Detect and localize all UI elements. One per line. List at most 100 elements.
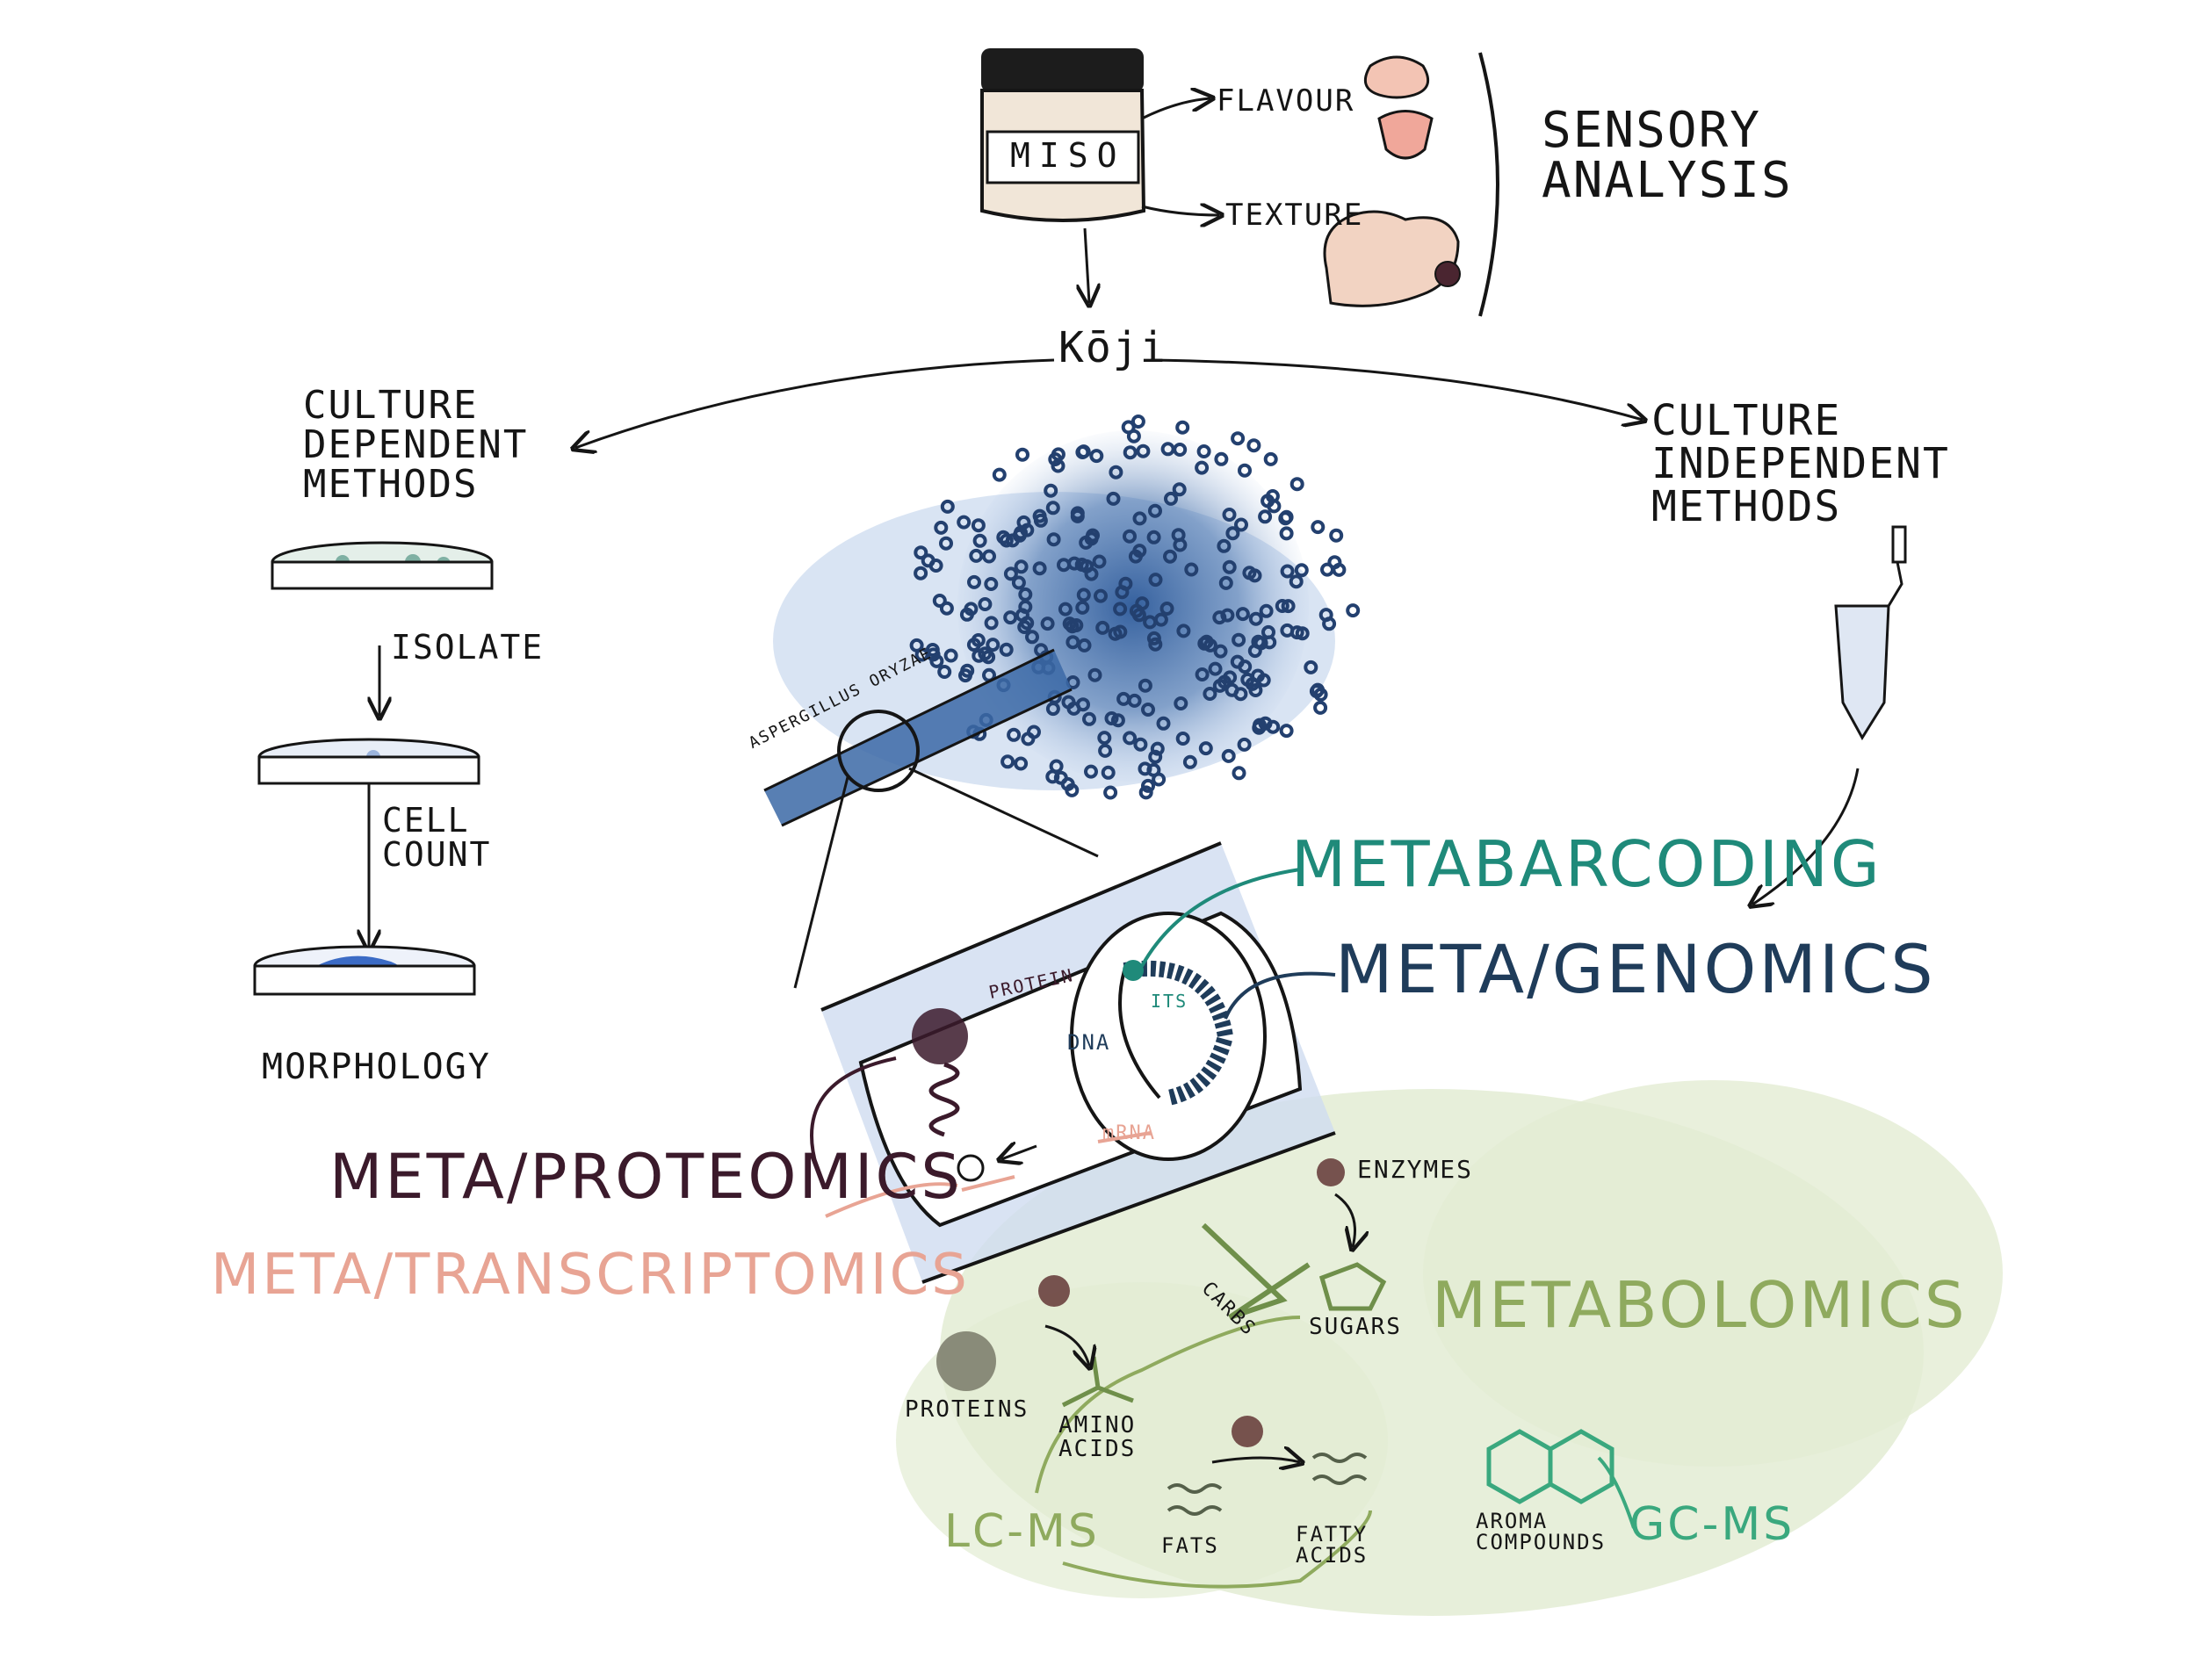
spore — [1225, 526, 1240, 541]
spore — [1141, 778, 1155, 793]
spore — [1150, 741, 1165, 756]
spore — [914, 566, 928, 580]
spore — [1289, 477, 1304, 492]
spore — [971, 518, 986, 533]
spore — [1212, 678, 1227, 693]
spore — [1196, 444, 1211, 458]
metatranscriptomics-label: META/TRANSCRIPTOMICS — [211, 1243, 970, 1308]
aspergillus-conidia — [773, 415, 1361, 800]
pointer-lines — [810, 868, 1636, 1589]
spore — [939, 601, 954, 616]
spore — [1108, 626, 1123, 641]
spore — [1203, 687, 1217, 701]
spore — [1222, 559, 1237, 574]
spore — [1121, 420, 1136, 435]
spore — [1058, 602, 1073, 616]
spore — [1106, 491, 1121, 506]
koji-label: Kōji — [1058, 323, 1167, 372]
spore — [1346, 603, 1361, 618]
spore — [1171, 528, 1186, 543]
spore — [1123, 445, 1138, 460]
culture-dependent-label: CULTURE DEPENDENT METHODS — [303, 383, 529, 507]
spore — [1127, 693, 1142, 708]
spore — [1003, 610, 1018, 625]
spore — [1082, 711, 1096, 726]
spore — [1025, 630, 1039, 645]
spore — [1015, 447, 1029, 462]
spore — [1065, 782, 1080, 797]
spore — [1101, 765, 1116, 780]
spore — [1311, 682, 1326, 697]
morphology-label: MORPHOLOGY — [262, 1047, 491, 1087]
spore — [1089, 449, 1104, 464]
spore — [1079, 535, 1094, 550]
spore — [982, 549, 996, 564]
sugars-label: SUGARS — [1309, 1314, 1402, 1340]
miso-jar — [980, 48, 1146, 222]
spore — [1275, 599, 1289, 613]
spore — [1195, 460, 1210, 475]
spore — [958, 668, 972, 683]
nose-icon — [1363, 55, 1430, 99]
spore — [1148, 503, 1162, 518]
spore — [1261, 494, 1275, 508]
spore — [1048, 452, 1063, 466]
spore — [925, 643, 940, 657]
spore — [929, 653, 944, 668]
lc-ms-label: LC-MS — [944, 1505, 1100, 1558]
spore — [972, 648, 986, 663]
spore — [1208, 661, 1223, 676]
spore — [1263, 451, 1278, 466]
spore — [1103, 785, 1118, 800]
spore — [1213, 644, 1228, 659]
spore — [1003, 566, 1018, 581]
spore — [1176, 624, 1191, 638]
spore — [1218, 575, 1233, 590]
spore — [1040, 616, 1055, 631]
spore — [1011, 575, 1026, 590]
spore — [1109, 465, 1123, 479]
spore — [999, 642, 1014, 657]
spore — [1014, 756, 1029, 771]
fat-icon — [1167, 1483, 1223, 1516]
spore — [992, 467, 1007, 482]
spore — [1113, 602, 1128, 616]
spore — [1131, 415, 1145, 429]
spore — [1248, 611, 1263, 626]
spore — [1046, 532, 1061, 547]
metabolomics-arrows — [1044, 1193, 1355, 1462]
spore — [1018, 587, 1033, 602]
spore — [1067, 556, 1082, 571]
tongue-icon — [1377, 110, 1434, 160]
spore — [1223, 670, 1238, 685]
spore — [1032, 508, 1047, 523]
spore — [1231, 431, 1246, 446]
spore — [1256, 673, 1271, 688]
spore — [1104, 711, 1119, 725]
spore — [1304, 660, 1318, 674]
spore — [1224, 682, 1239, 697]
spore — [1156, 716, 1171, 731]
spore — [1159, 602, 1174, 616]
spore — [1061, 695, 1076, 710]
spore — [1322, 616, 1337, 631]
fatty-acid-icon — [1311, 1453, 1368, 1485]
spore — [964, 602, 979, 616]
spore — [1044, 483, 1058, 498]
spore — [1222, 508, 1237, 522]
proteins-label: PROTEINS — [905, 1396, 1029, 1423]
spore — [1070, 506, 1085, 521]
amino-acids-label: AMINO ACIDS — [1058, 1412, 1137, 1462]
spore — [1320, 562, 1334, 577]
spore — [939, 536, 953, 551]
spore — [1077, 638, 1092, 653]
spore — [943, 648, 958, 663]
petri-dish-isolate — [257, 738, 480, 785]
spore — [1141, 703, 1155, 717]
texture-label: TEXTURE — [1225, 198, 1364, 233]
spore — [1279, 724, 1294, 739]
spore — [1123, 731, 1138, 746]
spore — [1118, 576, 1133, 591]
fatty-acids-label: FATTY ACIDS — [1296, 1522, 1369, 1568]
spore — [1092, 554, 1107, 569]
